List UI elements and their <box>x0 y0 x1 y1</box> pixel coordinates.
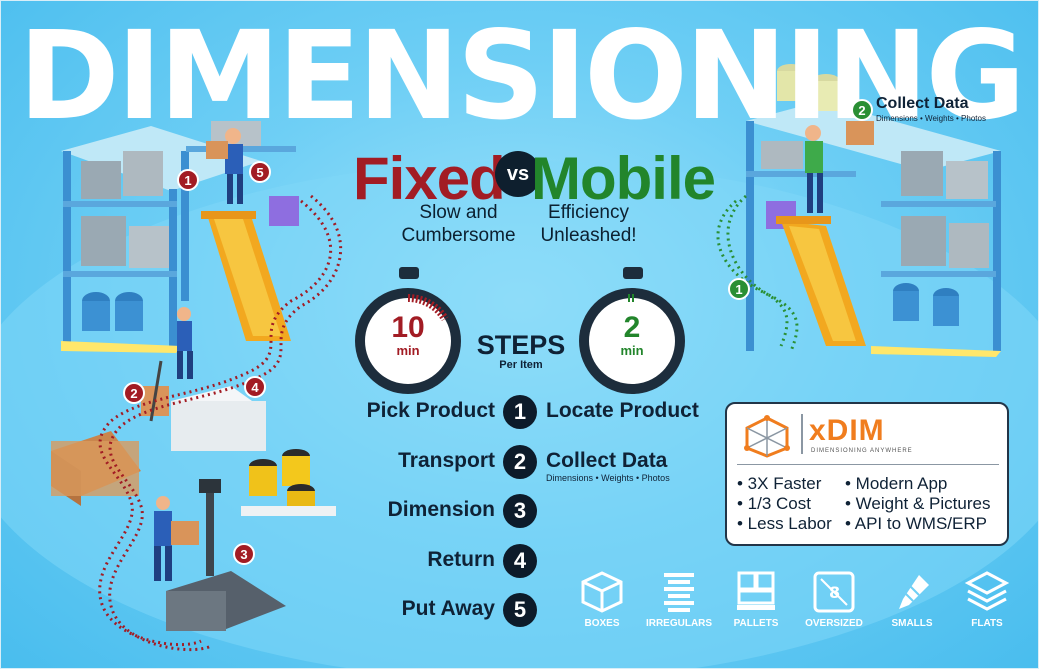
feature-left-3: • Less Labor <box>737 514 832 533</box>
boxes-icon <box>581 571 623 613</box>
fixed-subtitle: Slow and Cumbersome <box>391 201 526 247</box>
mobile-step-2-detail: Dimensions • Weights • Photos <box>546 473 670 483</box>
scene-marker-2: 2 <box>123 382 145 404</box>
fixed-step-4: Return <box>427 548 495 571</box>
callout-number: 2 <box>851 99 873 121</box>
fixed-timer-graphic <box>355 267 461 394</box>
scene-marker-1: 1 <box>177 169 199 191</box>
category-label-boxes: BOXES <box>584 618 620 629</box>
card-divider <box>737 464 999 465</box>
fixed-timer-value: 10 <box>391 311 425 344</box>
logo-divider <box>801 414 803 454</box>
step-number-3: 3 <box>503 494 537 528</box>
pallets-icon <box>737 571 775 610</box>
mobile-subtitle: Efficiency Unleashed! <box>521 201 656 247</box>
fixed-timer: 10 min <box>365 311 451 359</box>
step-number-5: 5 <box>503 593 537 627</box>
category-label-flats: FLATS <box>971 618 1003 629</box>
fixed-timer-unit: min <box>396 343 420 358</box>
fixed-subtitle-line-2: Cumbersome <box>401 225 516 246</box>
mobile-path-lines <box>716 194 799 352</box>
flats-icon <box>964 571 1010 611</box>
callout-label: Collect Data <box>876 95 969 112</box>
step-number-4: 4 <box>503 544 537 578</box>
mobile-step-2: Collect Data <box>546 449 668 472</box>
xdim-cube-icon <box>744 415 790 458</box>
feature-right-1: • Modern App <box>845 474 948 493</box>
fixed-subtitle-line-1: Slow and <box>419 202 498 223</box>
fixed-step-5: Put Away <box>401 597 495 620</box>
mobile-subtitle-line-1: Efficiency <box>548 202 629 223</box>
vs-badge: vs <box>495 151 541 197</box>
smalls-icon <box>899 575 929 609</box>
category-label-oversized: OVERSIZED <box>805 618 863 629</box>
scene-marker-3: 3 <box>233 543 255 565</box>
mobile-heading: Mobile <box>531 145 716 212</box>
steps-label: STEPS <box>476 330 566 360</box>
xdim-logo-tag: DIMENSIONING ANYWHERE <box>811 448 913 454</box>
category-label-smalls: SMALLS <box>891 618 933 629</box>
left-shelving-illustration <box>61 121 299 353</box>
fixed-step-1: Pick Product <box>366 399 495 422</box>
step-number-2: 2 <box>503 445 537 479</box>
mobile-timer-unit: min <box>620 343 644 358</box>
scene-marker-mobile-1: 1 <box>728 278 750 300</box>
mobile-timer-graphic <box>579 267 685 394</box>
steps-label-group: STEPS Per Item <box>469 331 573 371</box>
xdim-feature-card: xDIM DIMENSIONING ANYWHERE • 3X Faster •… <box>725 402 1009 546</box>
feature-right-2: • Weight & Pictures <box>845 494 991 513</box>
mobile-timer: 2 min <box>589 311 675 359</box>
mobile-step-1: Locate Product <box>546 399 699 422</box>
category-label-irregulars: IRREGULARS <box>645 618 713 629</box>
fixed-step-3: Dimension <box>387 498 495 521</box>
right-shelving-illustration <box>746 64 1001 357</box>
oversized-icon: 8 <box>813 571 855 613</box>
fixed-step-2: Transport <box>398 449 495 472</box>
irregulars-icon <box>664 573 694 612</box>
left-floor-illustration <box>51 307 336 631</box>
fixed-heading: Fixed <box>353 145 506 212</box>
step-number-1: 1 <box>503 395 537 429</box>
feature-left-2: • 1/3 Cost <box>737 494 811 513</box>
mobile-subtitle-line-2: Unleashed! <box>540 225 637 246</box>
svg-text:8: 8 <box>829 583 840 602</box>
xdim-logo-text: xDIM <box>809 414 885 447</box>
scene-marker-4: 4 <box>244 376 266 398</box>
callout-detail: Dimensions • Weights • Photos <box>876 114 986 123</box>
feature-left-1: • 3X Faster <box>737 474 822 493</box>
category-label-pallets: PALLETS <box>733 618 779 629</box>
mobile-timer-value: 2 <box>623 311 641 344</box>
scene-marker-5: 5 <box>249 161 271 183</box>
per-item-label: Per Item <box>499 359 543 371</box>
feature-right-3: • API to WMS/ERP <box>845 514 987 533</box>
fixed-path-lines <box>98 194 342 652</box>
vs-label: vs <box>506 162 530 185</box>
